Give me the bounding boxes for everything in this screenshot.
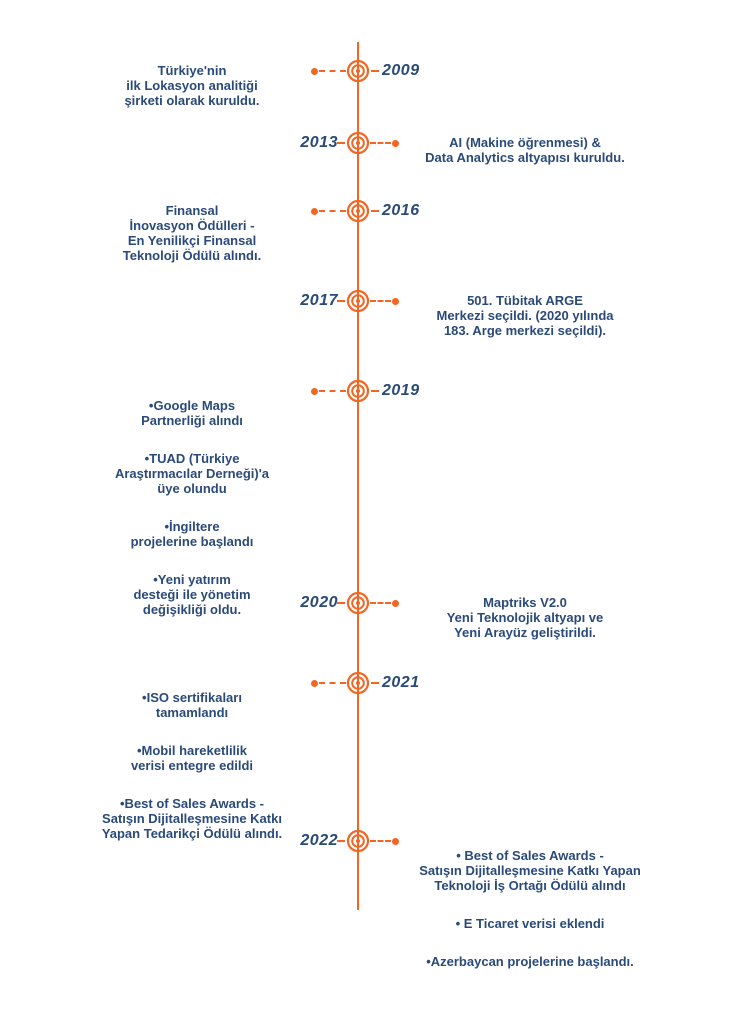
connector-dot [392, 600, 399, 607]
timeline-marker-2013 [346, 131, 370, 155]
connector-dot [392, 298, 399, 305]
concentric-circles-icon [346, 829, 370, 853]
event-bullet-item: •Best of Sales Awards - Satışın Dijitall… [101, 796, 283, 841]
concentric-circles-icon [346, 59, 370, 83]
connector-stub [371, 390, 379, 392]
event-text-2013: AI (Makine öğrenmesi) & Data Analytics a… [425, 135, 625, 165]
connector-dot [311, 388, 318, 395]
event-bullet-item: •Yeni yatırım desteği ile yönetim değişi… [133, 572, 251, 617]
connector-stub [371, 70, 379, 72]
timeline-axis-line [357, 42, 359, 910]
event-text-2020: Maptriks V2.0 Yeni Teknolojik altyapı ve… [446, 595, 604, 640]
event-bullet-item: •Google Maps Partnerliği alındı [141, 398, 243, 428]
timeline-marker-2019 [346, 379, 370, 403]
connector-dot [392, 838, 399, 845]
connector-line [370, 142, 391, 144]
timeline-marker-2009 [346, 59, 370, 83]
event-bullet-item: •ISO sertifikaları tamamlandı [142, 690, 242, 720]
year-label-2017: 2017 [300, 292, 338, 309]
year-label-2020: 2020 [300, 594, 338, 611]
concentric-circles-icon [346, 289, 370, 313]
concentric-circles-icon [346, 591, 370, 615]
timeline-marker-2020 [346, 591, 370, 615]
event-text-2017: 501. Tübitak ARGE Merkezi seçildi. (2020… [436, 293, 614, 338]
concentric-circles-icon [346, 379, 370, 403]
connector-stub [337, 602, 345, 604]
connector-line [319, 390, 346, 392]
event-bullet-item: •Mobil hareketlilik verisi entegre edild… [130, 743, 254, 773]
timeline-marker-2021 [346, 671, 370, 695]
connector-stub [337, 142, 345, 144]
timeline-marker-2017 [346, 289, 370, 313]
event-text-2022: • Best of Sales Awards - Satışın Dijital… [400, 833, 660, 984]
year-label-2009: 2009 [382, 62, 420, 79]
event-text-2019: •Google Maps Partnerliği alındı •TUAD (T… [72, 383, 312, 632]
timeline-marker-2016 [346, 199, 370, 223]
connector-line [319, 682, 346, 684]
connector-line [370, 602, 391, 604]
connector-line [319, 70, 346, 72]
event-text-2016: Finansal İnovasyon Ödülleri - En Yenilik… [122, 203, 262, 263]
connector-stub [337, 840, 345, 842]
year-label-2021: 2021 [382, 674, 420, 691]
event-bullet-item: •İngiltere projelerine başlandı [130, 519, 254, 549]
concentric-circles-icon [346, 131, 370, 155]
connector-stub [371, 210, 379, 212]
event-bullet-item: • E Ticaret verisi eklendi [455, 916, 605, 931]
year-label-2016: 2016 [382, 202, 420, 219]
year-label-2019: 2019 [382, 382, 420, 399]
connector-dot [392, 140, 399, 147]
concentric-circles-icon [346, 199, 370, 223]
connector-stub [337, 300, 345, 302]
connector-line [370, 840, 391, 842]
timeline-marker-2022 [346, 829, 370, 853]
connector-dot [311, 680, 318, 687]
year-label-2022: 2022 [300, 832, 338, 849]
concentric-circles-icon [346, 671, 370, 695]
connector-line [319, 210, 346, 212]
event-text-2021: •ISO sertifikaları tamamlandı •Mobil har… [72, 675, 312, 856]
connector-stub [371, 682, 379, 684]
connector-dot [311, 68, 318, 75]
event-bullet-item: •TUAD (Türkiye Araştırmacılar Derneği)'a… [114, 451, 270, 496]
event-bullet-item: •Azerbaycan projelerine başlandı. [426, 954, 634, 969]
connector-dot [311, 208, 318, 215]
year-label-2013: 2013 [300, 134, 338, 151]
connector-line [370, 300, 391, 302]
event-text-2009: Türkiye'nin ilk Lokasyon analitiği şirke… [124, 63, 260, 108]
event-bullet-item: • Best of Sales Awards - Satışın Dijital… [419, 848, 641, 893]
